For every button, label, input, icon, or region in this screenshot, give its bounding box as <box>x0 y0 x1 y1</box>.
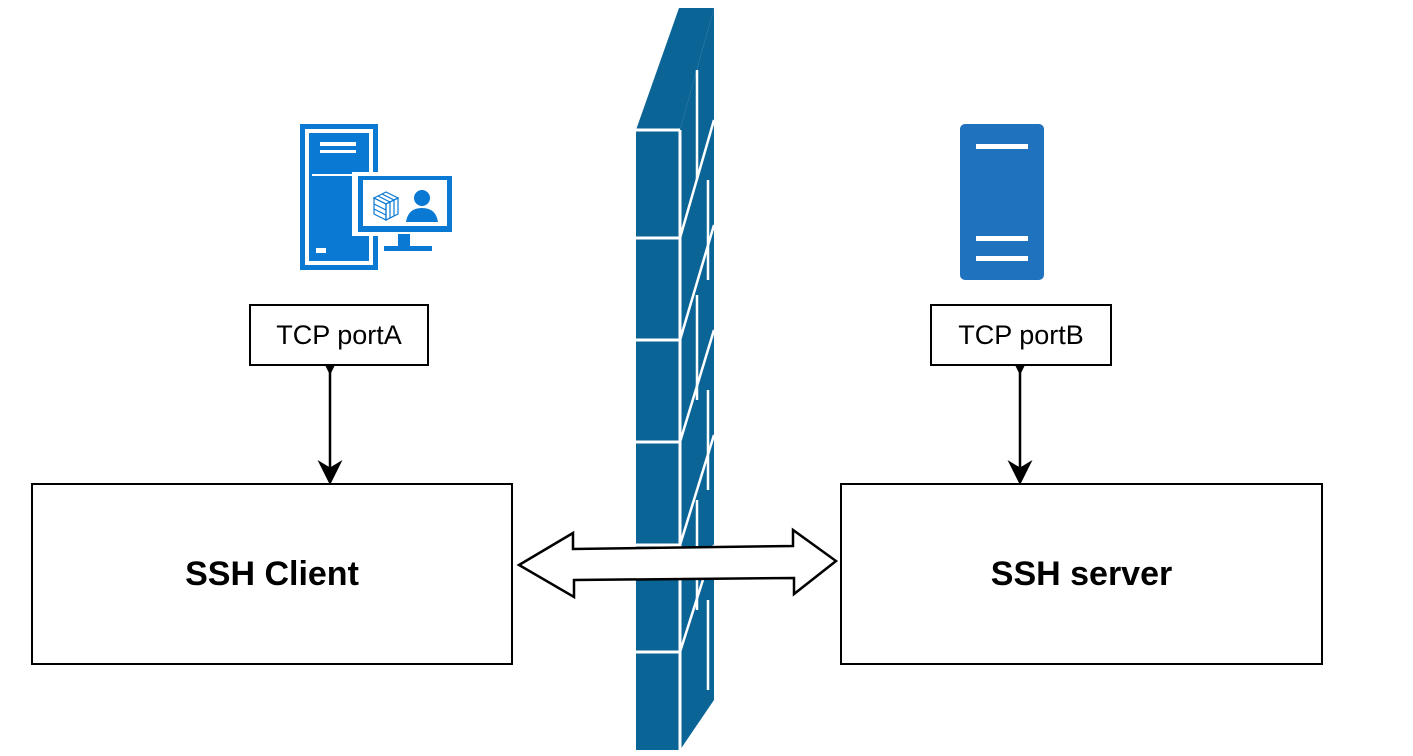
server-port-box: TCP portB <box>930 304 1112 366</box>
client-port-box: TCP portA <box>249 304 429 366</box>
ssh-client-box: SSH Client <box>31 483 513 665</box>
server-tower-icon <box>960 124 1044 280</box>
ssh-tunnel-arrow <box>516 527 839 600</box>
server-port-label: TCP portB <box>958 319 1084 350</box>
ssh-client-label: SSH Client <box>185 554 359 593</box>
client-port-label: TCP portA <box>276 319 402 350</box>
ssh-server-box: SSH server <box>840 483 1323 665</box>
workstation-computer-icon <box>300 124 454 270</box>
ssh-server-label: SSH server <box>990 554 1173 593</box>
